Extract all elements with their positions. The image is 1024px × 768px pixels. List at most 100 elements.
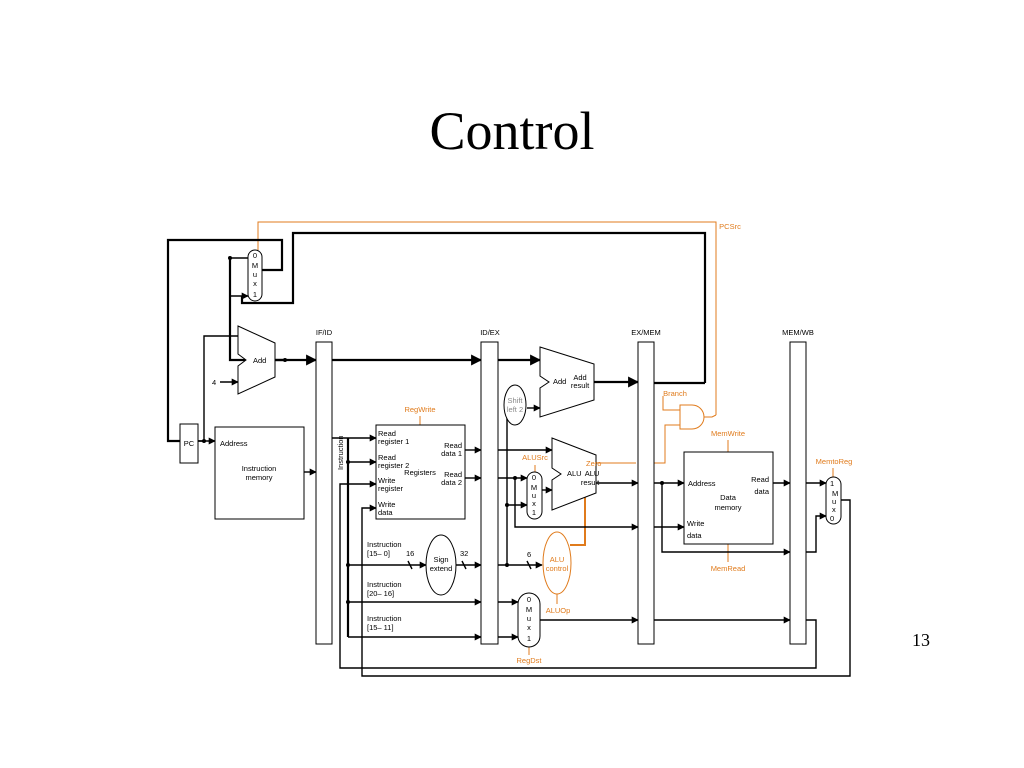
branch-wire [662, 396, 680, 411]
memtoreg-mux [825, 476, 842, 525]
pc-register [179, 423, 199, 464]
dmem-write-1: Write [687, 519, 704, 528]
imem-address: Address [220, 439, 248, 448]
pc-mux [247, 249, 263, 302]
data-memory [683, 451, 774, 545]
branch-and-gate [679, 404, 705, 430]
pc-adder-label: Add [253, 356, 266, 365]
regs-read-reg2-1: Read [378, 453, 396, 462]
alu-control-1: ALU [550, 555, 565, 564]
aluop-label: ALUOp [546, 606, 571, 615]
pcsrc-label: PCSrc [719, 222, 741, 231]
zero-to-and-wire [654, 424, 680, 464]
add-result-1: Add [573, 373, 586, 382]
ex-mem-label: EX/MEM [631, 328, 661, 337]
mem-wb-register [789, 341, 807, 645]
sign-extend-2: extend [430, 564, 453, 573]
regdst-mux-1: 1 [527, 634, 531, 643]
bits-32: 32 [460, 549, 468, 558]
pc-mux-out-wire [166, 238, 284, 443]
instr-15-0-a: Instruction [367, 540, 402, 549]
shift-left-2 [503, 384, 527, 426]
alu [551, 437, 597, 511]
alusrc-mux-u: u [532, 491, 536, 500]
alusrc-mux-m: M [531, 483, 537, 492]
dmem-read-1: Read [751, 475, 769, 484]
bits-6: 6 [527, 550, 531, 559]
pc-mux-1: 1 [253, 290, 257, 299]
alusrc-mux-x: x [532, 499, 536, 508]
sign-extend-1: Sign [433, 555, 448, 564]
regs-read-data2-1: Read [444, 470, 462, 479]
registers-label: Registers [404, 468, 436, 477]
if-id-register [315, 341, 333, 645]
instr-15-0-b: [15– 0] [367, 549, 390, 558]
write-reg-back-wire [339, 480, 817, 669]
const-four: 4 [212, 378, 216, 387]
pcsrc-wire [257, 221, 717, 415]
write-data-fwd-wire [514, 478, 639, 531]
regs-write-reg-1: Write [378, 476, 395, 485]
id-ex-register [480, 341, 499, 645]
regs-read-data2-2: data 2 [441, 478, 462, 487]
id-ex-label: ID/EX [480, 328, 500, 337]
branch-adder-label: Add [553, 377, 566, 386]
regdst-mux [517, 592, 541, 648]
datapath-wires [166, 231, 851, 677]
alu-result-1: ALU [585, 469, 600, 478]
add-result-2: result [571, 381, 590, 390]
ex-mem-register [637, 341, 655, 645]
memtoreg-mux-x: x [832, 505, 836, 514]
instruction-bus-label: Instruction [336, 435, 345, 470]
regdst-mux-u: u [527, 614, 531, 623]
regdst-mux-0: 0 [527, 595, 531, 604]
dmem-label-1: Data [720, 493, 737, 502]
shift-left-2-label: left 2 [507, 405, 523, 414]
dmem-read-2: data [754, 487, 769, 496]
junction-dots [202, 256, 664, 604]
dmem-label-2: memory [714, 503, 741, 512]
and-out-wire [704, 414, 717, 418]
pc-mux-x: x [253, 279, 257, 288]
memwrite-label: MemWrite [711, 429, 745, 438]
pc-label: PC [184, 439, 195, 448]
memtoreg-mux-1: 1 [830, 479, 834, 488]
regs-read-reg1-1: Read [378, 429, 396, 438]
write-data-back-wire [361, 499, 851, 677]
slash-6 [526, 560, 532, 570]
branch-adder [539, 346, 595, 418]
branch-target-wire [240, 231, 707, 383]
regs-write-reg-2: register [378, 484, 404, 493]
instr-20-16-b: [20– 16] [367, 589, 394, 598]
alu-bypass-wire [661, 483, 791, 556]
memtoreg-in0-wire [806, 512, 827, 553]
pc-mux-u: u [253, 270, 257, 279]
regs-write-data-2: data [378, 508, 393, 517]
bits-16: 16 [406, 549, 414, 558]
register-file [375, 424, 466, 520]
slash-16 [407, 560, 413, 570]
instr-15-11-a: Instruction [367, 614, 402, 623]
dmem-address: Address [688, 479, 716, 488]
alusrc-mux-0: 0 [532, 473, 536, 482]
regs-read-reg2-2: register 2 [378, 461, 409, 470]
pc-mux-m: M [252, 261, 258, 270]
memtoreg-label: MemtoReg [816, 457, 853, 466]
alu-control [542, 531, 572, 595]
instr-20-16-a: Instruction [367, 580, 402, 589]
regdst-mux-x: x [527, 623, 531, 632]
regs-read-data1-2: data 1 [441, 449, 462, 458]
regs-read-data1-1: Read [444, 441, 462, 450]
page-number: 13 [912, 630, 930, 650]
memtoreg-mux-u: u [832, 497, 836, 506]
alusrc-mux [526, 471, 543, 520]
alusrc-label: ALUSrc [522, 453, 548, 462]
alusrc-in1-wire [498, 501, 528, 566]
slash-32 [461, 560, 467, 570]
shift-left-1: Shift [507, 396, 523, 405]
dmem-write-2: data [687, 531, 702, 540]
regwrite-label: RegWrite [404, 405, 435, 414]
memread-label: MemRead [711, 564, 746, 573]
regs-write-data-1: Write [378, 500, 395, 509]
